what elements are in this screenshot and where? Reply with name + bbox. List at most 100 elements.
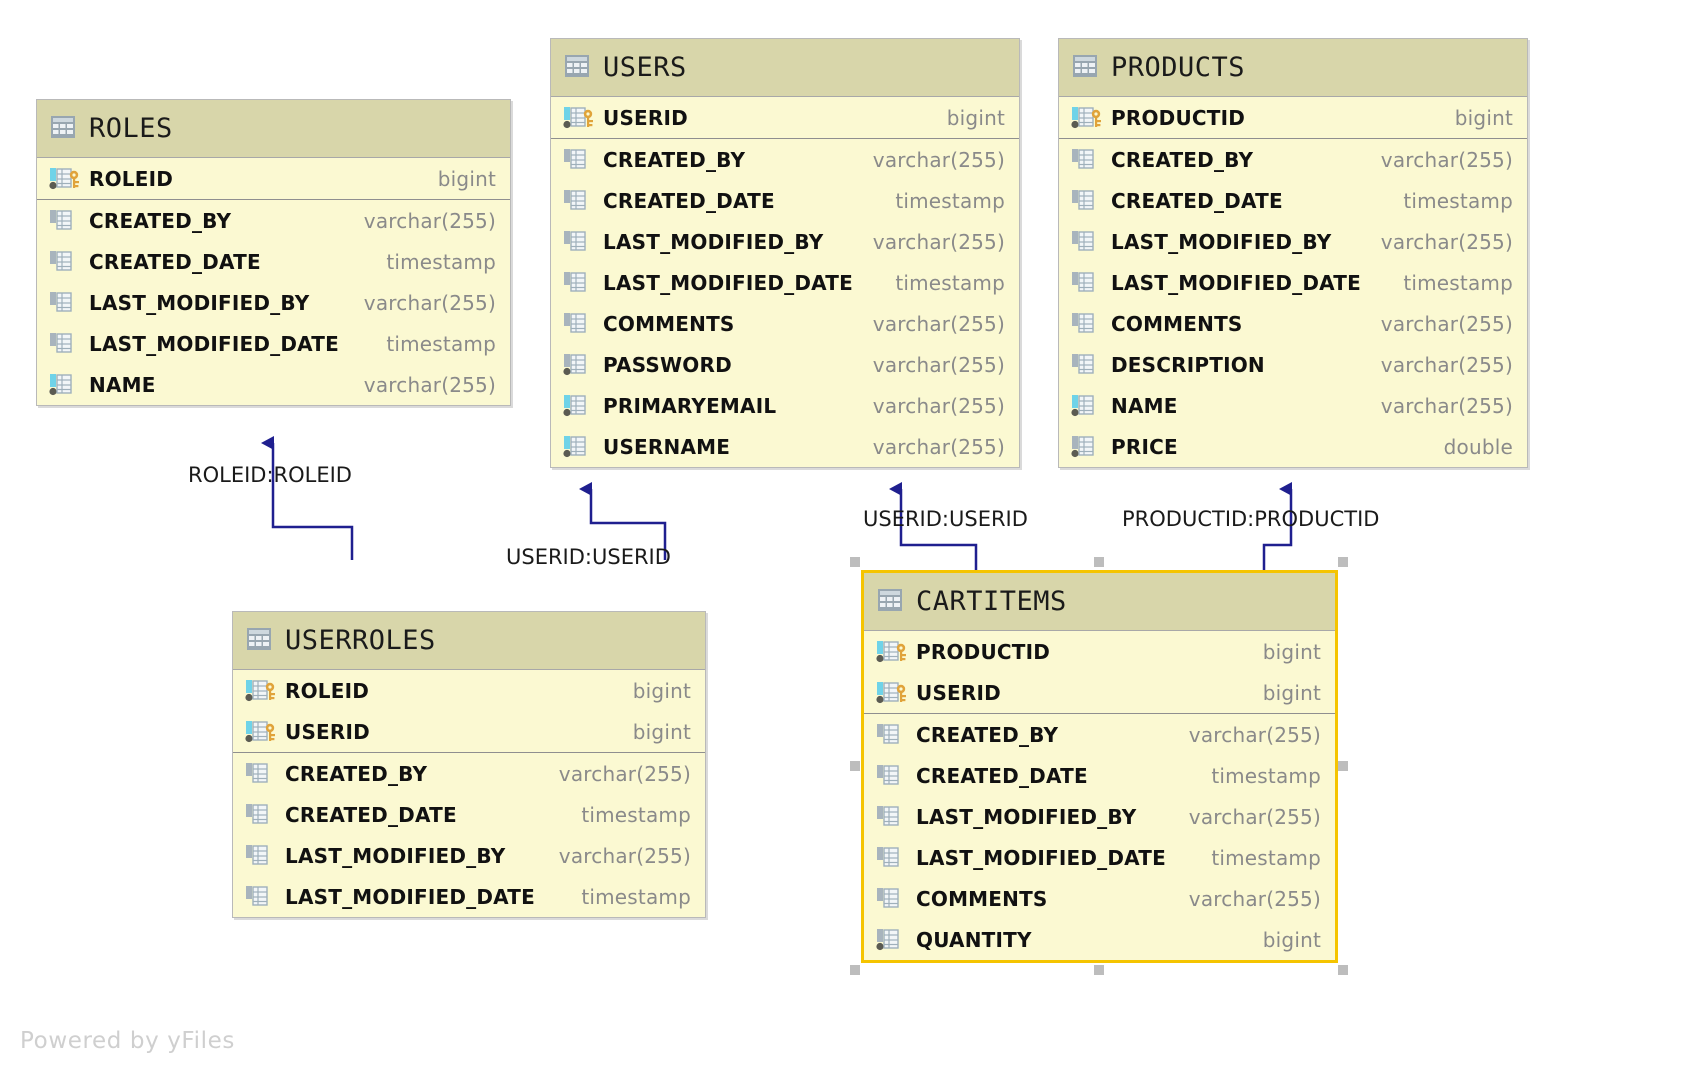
primary-key-row[interactable]: PRODUCTID bigint [1059,97,1527,138]
column-name: PRIMARYEMAIL [603,393,777,418]
column-name: ROLEID [89,166,174,191]
column-type: bigint [1454,105,1513,130]
table-icon [878,588,902,615]
column-row[interactable]: LAST_MODIFIED_BY varchar(255) [37,282,510,323]
column-name: LAST_MODIFIED_DATE [603,270,854,295]
column-type: bigint [1262,639,1321,664]
table-icon [51,115,75,142]
selection-handle-bottom-center[interactable] [1094,965,1104,975]
column-name: CREATED_BY [916,722,1059,747]
edge-label-roleid-roleid: ROLEID:ROLEID [188,463,352,487]
table-header[interactable]: CARTITEMS [864,573,1335,631]
column-name: LAST_MODIFIED_BY [89,290,310,315]
column-icon [245,843,275,869]
selection-handle-top-left[interactable] [850,557,860,567]
column-name: LAST_MODIFIED_BY [285,843,506,868]
selection-handle-top-center[interactable] [1094,557,1104,567]
column-icon [49,249,79,275]
column-type: bigint [437,166,496,191]
primary-key-icon [49,166,79,192]
column-type: varchar(255) [363,290,496,315]
column-name: LAST_MODIFIED_DATE [285,884,536,909]
primary-key-row[interactable]: ROLEID bigint [37,158,510,199]
edge-label-userid-userid-cartitems: USERID:USERID [863,507,1028,531]
column-type: timestamp [895,270,1005,295]
table-title: CARTITEMS [916,586,1067,617]
column-name: USERID [916,680,1001,705]
column-type: varchar(255) [363,208,496,233]
selection-handle-middle-left[interactable] [850,761,860,771]
indexed-column-icon [563,434,593,460]
column-name: CREATED_BY [285,761,428,786]
table-title: ROLES [89,113,173,144]
column-type: varchar(255) [1188,886,1321,911]
table-header[interactable]: USERS [551,39,1019,97]
column-name: CREATED_BY [89,208,232,233]
table-icon [1073,54,1097,81]
column-type: varchar(255) [872,311,1005,336]
selection-handle-middle-right[interactable] [1338,761,1348,771]
table-header[interactable]: ROLES [37,100,510,158]
column-row[interactable]: CREATED_BY varchar(255) [37,200,510,241]
column-type: varchar(255) [1380,229,1513,254]
column-type: bigint [632,719,691,744]
table-title: PRODUCTS [1111,52,1246,83]
column-name: CREATED_DATE [1111,188,1283,213]
table-header[interactable]: USERROLES [233,612,705,670]
table-header[interactable]: PRODUCTS [1059,39,1527,97]
selection-handle-bottom-left[interactable] [850,965,860,975]
column-name: LAST_MODIFIED_DATE [89,331,340,356]
selection-handle-bottom-right[interactable] [1338,965,1348,975]
column-type: varchar(255) [1188,804,1321,829]
selection-handle-top-right[interactable] [1338,557,1348,567]
column-row[interactable]: LAST_MODIFIED_DATE timestamp [551,262,1019,303]
column-name: DESCRIPTION [1111,352,1265,377]
column-type: varchar(255) [363,372,496,397]
column-icon [245,761,275,787]
column-type: varchar(255) [872,434,1005,459]
column-name: PRODUCTID [1111,105,1246,130]
indexed-column-icon [563,393,593,419]
